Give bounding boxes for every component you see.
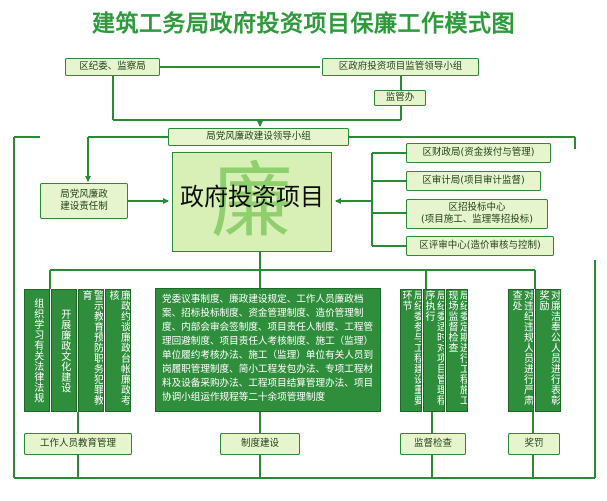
box-supervision-office: 监管办 [374, 90, 426, 106]
box-district-leading-group: 区政府投资项目监管领导小组 [322, 58, 479, 76]
edu-column-3: 警示教育预防职务犯罪教育 [78, 289, 104, 412]
reward-column-2: 对廉洁奉公人员进行表彰奖励 [535, 289, 561, 412]
box-review: 区评审中心(造价审核与控制) [406, 236, 554, 256]
box-audit: 区审计局(项目审计监督) [406, 171, 541, 191]
sup-column-2: 局纪委适时对项目管理程序执行 [423, 289, 445, 412]
core-watermark-glyph: 廉 [210, 154, 293, 249]
core-project-box: 廉 政府投资项目 [172, 152, 332, 252]
page-title: 建筑工务局政府投资项目保廉工作模式图 [92, 11, 515, 37]
core-title: 政府投资项目 [180, 183, 324, 211]
box-system: 制度建设 [220, 433, 300, 455]
box-discipline: 区纪委、监察局 [65, 58, 160, 76]
box-bureau-party-group: 局党风廉政建设领导小组 [168, 128, 349, 146]
box-finance: 区财政局(资金拨付与管理) [406, 143, 551, 163]
edu-column-1: 组织学习有关法律法规 [24, 289, 50, 412]
box-supervision-check: 监督检查 [400, 433, 466, 455]
edu-column-4: 廉政约谈廉政台帐廉政考核 [105, 289, 131, 412]
box-bureau-responsibility: 局党风廉政 建设责任制 [40, 183, 128, 219]
box-education: 工作人员教育管理 [24, 433, 132, 455]
box-bidding: 区招投标中心 (项目施工、监理等招投标) [406, 199, 548, 229]
box-rewards: 奖罚 [508, 433, 560, 455]
system-rules-panel: 党委议事制度、廉政建设规定、工作人员廉政档案、招标投标制度、资金管理制度、造价管… [155, 288, 381, 412]
sup-column-1: 局纪委参与工程建设重要环节 [400, 289, 422, 412]
sup-column-3: 局纪委定期进行工程施工现场监督检查 [446, 289, 468, 412]
edu-column-2: 开展廉政文化建设 [51, 289, 77, 412]
reward-column-1: 对违纪违规人员进行严肃查处 [508, 289, 534, 412]
